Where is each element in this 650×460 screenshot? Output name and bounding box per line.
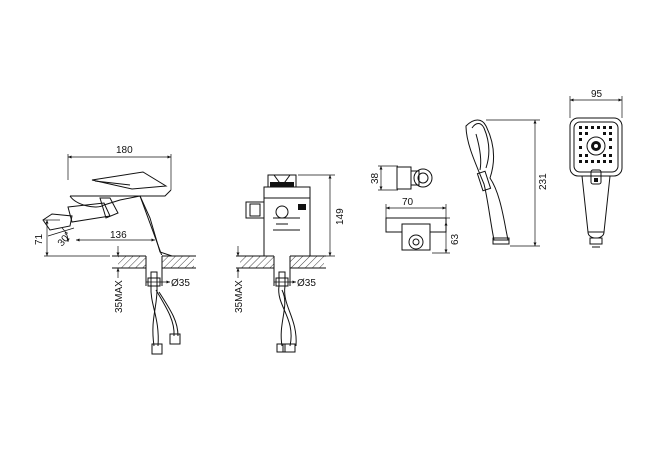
front-flex-hoses xyxy=(276,285,297,353)
dim-label-71: 71 xyxy=(34,233,45,245)
dim-label-231: 231 xyxy=(538,173,549,190)
dim-label-136: 136 xyxy=(110,230,127,241)
hand-shower-side-body xyxy=(465,119,510,245)
holder-38: 38 xyxy=(370,165,433,191)
bracket-70x63: 70 63 xyxy=(385,197,461,254)
dim-label-front-hole: Ø35 xyxy=(297,278,316,289)
shower-head-face xyxy=(569,117,623,177)
dim-label-hole: Ø35 xyxy=(171,278,190,289)
front-mixer-body xyxy=(245,174,311,257)
dimension-35max: 35MAX xyxy=(112,246,125,313)
basin-flex-hoses xyxy=(150,285,181,355)
dim-label-180: 180 xyxy=(116,145,133,156)
basin-mixer-body xyxy=(42,171,173,257)
dimension-71: 71 xyxy=(34,219,110,257)
dimension-front-hole-35: Ø35 xyxy=(274,278,316,289)
holder-view: 38 70 63 xyxy=(370,165,461,254)
dim-label-38: 38 xyxy=(370,172,381,184)
dim-label-front-35max: 35MAX xyxy=(234,280,245,313)
dim-label-149: 149 xyxy=(335,208,346,225)
dim-label-35max: 35MAX xyxy=(114,280,125,313)
dimension-front-35max: 35MAX xyxy=(234,246,245,313)
hand-shower-front-view: 95 xyxy=(569,89,623,248)
mixer-front-view: 149 Ø35 35MAX xyxy=(234,174,346,353)
shower-handle xyxy=(581,169,611,248)
dimension-95: 95 xyxy=(569,89,623,118)
dim-label-70: 70 xyxy=(402,197,414,208)
dimension-180: 180 xyxy=(67,145,172,190)
dimension-136: 136 xyxy=(76,230,155,242)
basin-mixer-view: 180 71 30° xyxy=(34,145,196,355)
front-countertop-section xyxy=(236,255,326,287)
hand-shower-side-view: 231 xyxy=(465,119,549,247)
dimension-angle-30: 30° xyxy=(56,227,74,249)
basin-countertop-section xyxy=(112,255,196,287)
dimension-231: 231 xyxy=(486,119,549,247)
dimension-hole-35: Ø35 xyxy=(146,278,190,289)
dim-label-95: 95 xyxy=(591,89,603,100)
dim-label-63: 63 xyxy=(450,233,461,245)
nozzle-grid xyxy=(579,126,612,163)
